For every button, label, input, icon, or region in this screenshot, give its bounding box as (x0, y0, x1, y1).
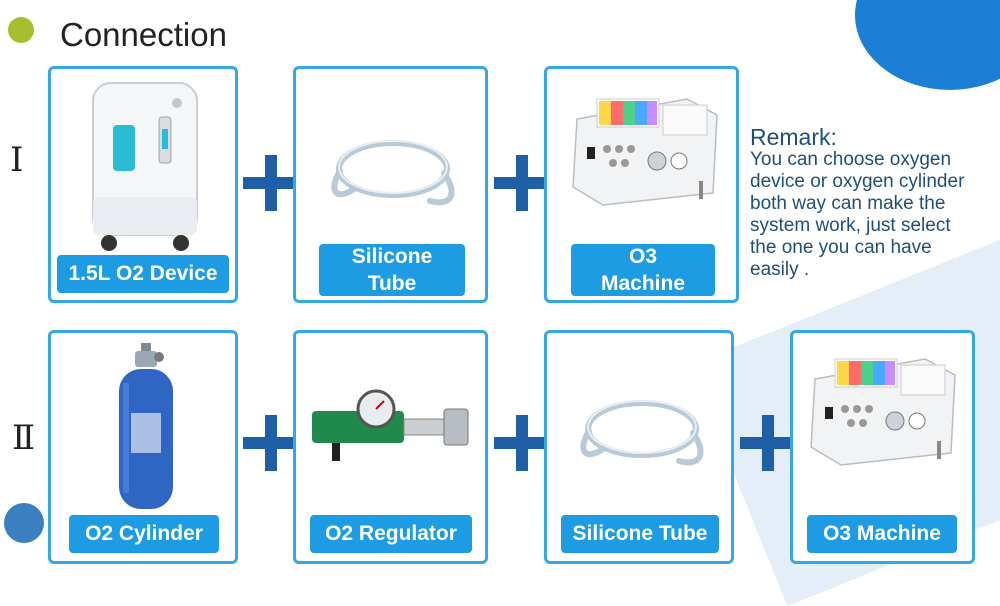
row-numeral-2: Ⅱ (12, 418, 36, 458)
label-o2-cylinder: O2 Cylinder (69, 515, 219, 553)
remark-line: system work, just select (750, 215, 951, 236)
plus-icon (494, 415, 550, 471)
page-title: Connection (60, 16, 227, 53)
silicone-tube-icon (331, 140, 455, 206)
remark-heading: Remark: (750, 124, 837, 150)
plus-icon (494, 155, 550, 211)
silicone-tube-icon (580, 400, 704, 466)
card-silicone-tube-2: Silicone Tube (544, 330, 734, 564)
remark-text: Remark: You can choose oxygen device or … (750, 126, 964, 281)
remark-line: both way can make the (750, 193, 946, 214)
row-numeral-1: Ⅰ (10, 140, 24, 180)
remark-line: You can choose oxygen (750, 149, 952, 170)
card-o2-regulator: O2 Regulator (293, 330, 488, 564)
remark-line: the one you can have (750, 237, 932, 258)
plus-icon (243, 415, 299, 471)
plus-icon (243, 155, 299, 211)
oxygen-cylinder-icon (119, 343, 173, 509)
ozone-machine-icon (572, 98, 718, 206)
remark-line: device or oxygen cylinder (750, 171, 965, 192)
plus-icon (740, 415, 796, 471)
label-o2-device: 1.5L O2 Device (57, 255, 229, 293)
card-o2-cylinder: O2 Cylinder (48, 330, 238, 564)
card-o2-device: 1.5L O2 Device (48, 66, 238, 303)
label-silicone-tube-1: Silicone Tube (319, 244, 465, 296)
oxygen-regulator-icon (312, 389, 469, 461)
oxygen-concentrator-icon (92, 82, 198, 251)
label-o3-machine-1: O3 Machine (571, 244, 715, 296)
card-o3-machine-2: O3 Machine (790, 330, 975, 564)
card-silicone-tube-1: Silicone Tube (293, 66, 488, 303)
remark-line: easily . (750, 259, 810, 280)
blue-dot (4, 503, 44, 543)
label-o2-regulator: O2 Regulator (310, 515, 472, 553)
corner-circle (855, 0, 1000, 90)
label-silicone-tube-2: Silicone Tube (561, 515, 719, 553)
ozone-machine-icon (810, 358, 956, 466)
label-o3-machine-2: O3 Machine (807, 515, 957, 553)
card-o3-machine-1: O3 Machine (544, 66, 739, 303)
green-dot (8, 17, 34, 43)
